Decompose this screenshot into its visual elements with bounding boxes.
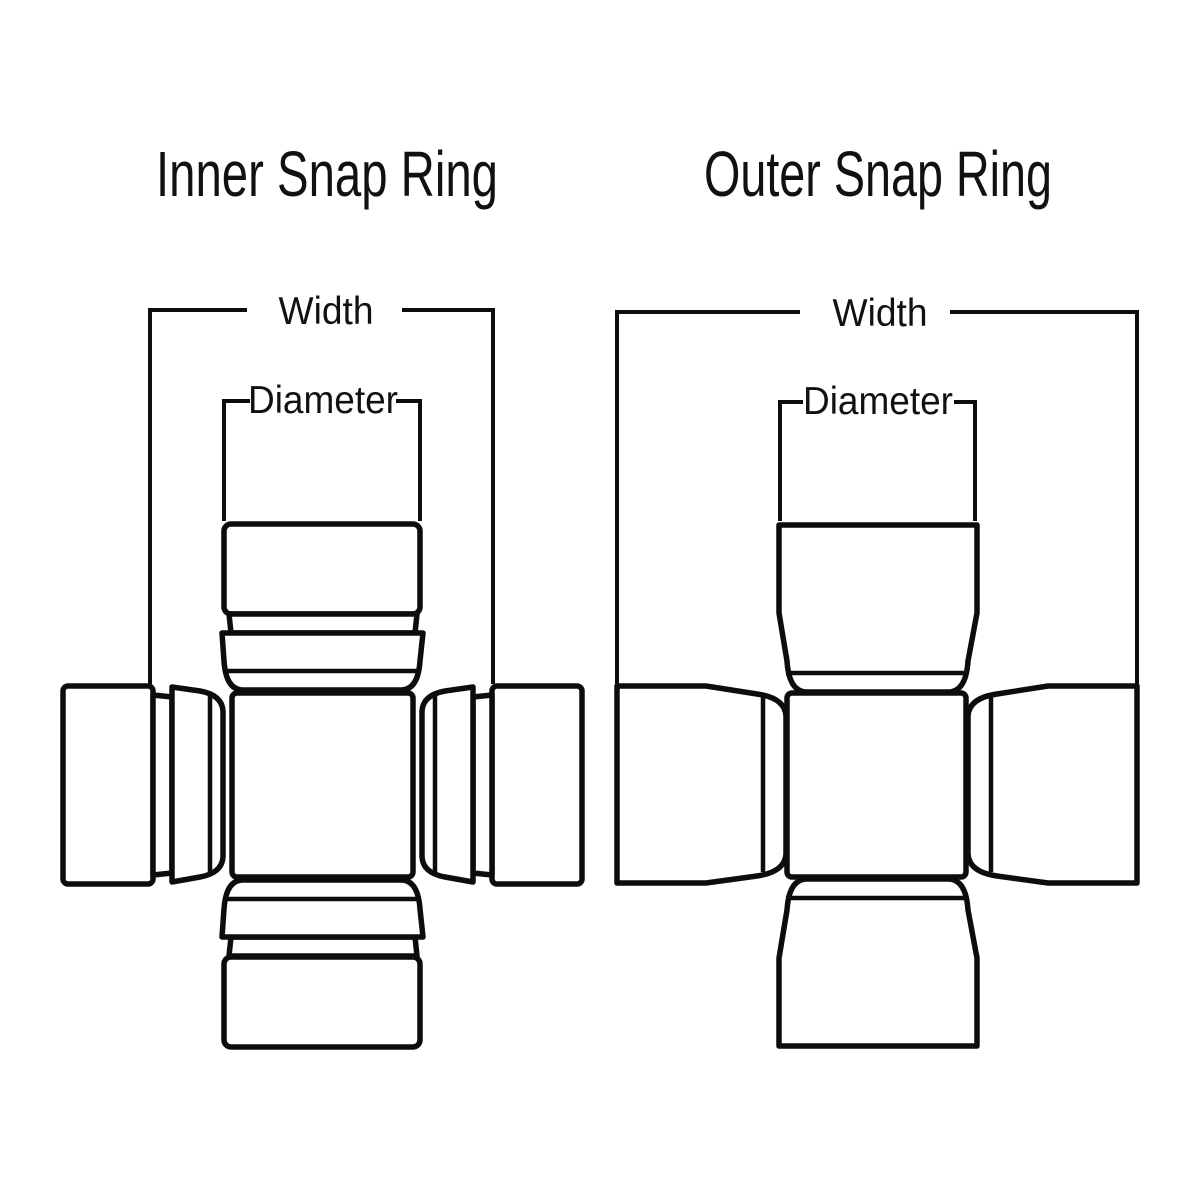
left-snap-ring-band (150, 692, 175, 878)
left-bearing-cup (169, 684, 226, 885)
bottom-bearing-cap-cup (776, 876, 980, 1049)
bottom-bearing-cap (221, 954, 423, 1050)
top-bearing-cup (219, 630, 426, 693)
right-snap-ring-band (470, 692, 495, 878)
right-bearing-cap-cup (965, 683, 1140, 886)
top-snap-ring-band (226, 611, 420, 636)
diagram-title: Outer Snap Ring (704, 138, 1052, 210)
left-bearing-cap (60, 683, 156, 887)
diameter-dimension-bracket (222, 399, 422, 521)
diameter-dimension-label: Diameter (248, 379, 398, 422)
top-bearing-cap-cup (776, 522, 980, 695)
width-dimension-label: Width (279, 290, 374, 333)
left-bearing-cap-cup (614, 683, 789, 886)
width-dimension-bracket (615, 310, 1139, 684)
cross-center-body (784, 690, 969, 880)
diagram-title: Inner Snap Ring (156, 138, 498, 210)
right-bearing-cap (489, 683, 585, 887)
width-dimension-bracket (148, 308, 495, 684)
width-dimension-label: Width (833, 292, 928, 335)
bottom-bearing-cup (219, 877, 426, 940)
diameter-dimension-label: Diameter (803, 380, 953, 423)
bottom-snap-ring-band (226, 934, 420, 959)
diameter-dimension-bracket (778, 400, 977, 521)
top-bearing-cap (221, 521, 423, 617)
cross-center-body (229, 690, 416, 880)
right-bearing-cup (419, 684, 476, 885)
inner-snap-ring-diagram: Inner Snap Ring Width Diameter (60, 138, 585, 1050)
outer-snap-ring-diagram: Outer Snap Ring Width Diameter (614, 138, 1140, 1049)
